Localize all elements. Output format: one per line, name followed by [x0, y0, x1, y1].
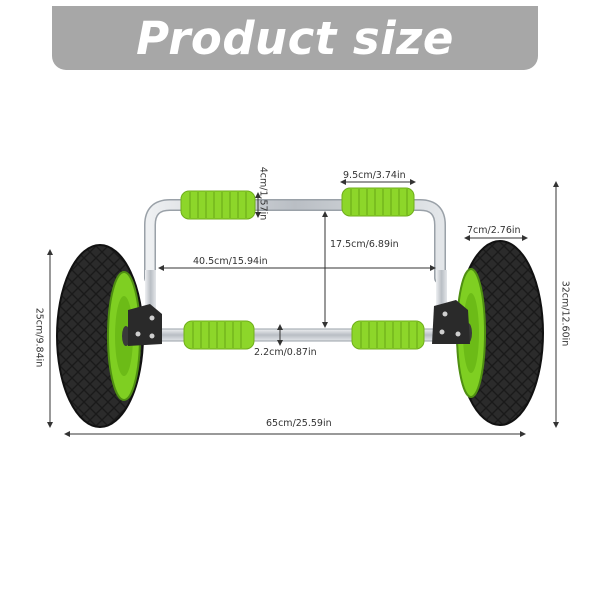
- handle-length-label: 9.5cm/3.74in: [343, 170, 406, 181]
- foam-grip-top-right: [341, 187, 415, 217]
- bar-thickness-label: 4cm/1.57in: [257, 166, 269, 221]
- wheel-width-label: 7cm/2.76in: [467, 225, 521, 236]
- wheel-diameter-label: 25cm/9.84in: [33, 307, 45, 368]
- total-height-label: 32cm/12.60in: [559, 280, 571, 347]
- axle-bracket-right: [432, 300, 470, 344]
- foam-grip-bottom-right: [351, 320, 425, 350]
- frame-height-label: 17.5cm/6.89in: [330, 239, 399, 250]
- title-banner: Product size: [52, 6, 538, 70]
- axle-bracket-left: [128, 304, 162, 346]
- foam-grip-top-left: [180, 190, 256, 220]
- page-title: Product size: [136, 11, 454, 65]
- total-width-label: 65cm/25.59in: [266, 418, 332, 429]
- inner-width-label: 40.5cm/15.94in: [193, 256, 268, 267]
- foam-grip-bottom-left: [183, 320, 255, 350]
- wheel-icon: [456, 240, 544, 426]
- dimension-lines: [47, 179, 559, 437]
- bar-diameter-label: 2.2cm/0.87in: [254, 347, 317, 358]
